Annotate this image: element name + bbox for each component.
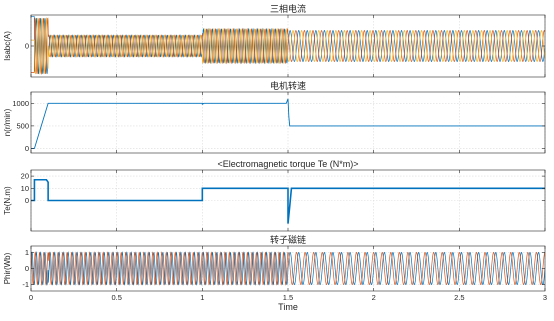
series-line-1	[31, 98, 545, 149]
series-line-1	[31, 16, 545, 75]
subplot-3: <Electromagnetic torque Te (N*m)> 0 10 20Te…	[3, 159, 546, 232]
y-tick-label: 500	[16, 121, 29, 130]
y-tick-label: 20	[21, 172, 29, 181]
series-line-3	[31, 17, 545, 75]
x-tick-label: 1.5	[283, 293, 293, 302]
y-tick-label: 0	[25, 144, 29, 153]
y-axis-label: n(r/min)	[3, 108, 12, 136]
y-tick-label: 0	[25, 42, 29, 51]
subplot-title: <Electromagnetic torque Te (N*m)>	[218, 159, 359, 169]
series-line-2	[31, 17, 545, 75]
y-tick-label: 10	[21, 184, 29, 193]
subplot-title: 电机转速	[270, 80, 306, 91]
x-tick-label: 1	[200, 293, 204, 302]
y-tick-label: 1	[25, 248, 29, 257]
y-tick-label: 0	[25, 196, 29, 205]
x-tick-label: 3	[543, 293, 547, 302]
series-group	[31, 98, 545, 149]
series-group	[31, 16, 545, 75]
series-line-1	[31, 178, 545, 224]
y-axis-label: Isabc(A)	[3, 31, 12, 61]
y-tick-label: 1000	[12, 99, 29, 108]
subplot-title: 转子磁链	[270, 234, 306, 245]
x-axis-label: Time	[278, 302, 298, 312]
series-group	[31, 251, 545, 286]
y-axis-label: Phir(Wb)	[3, 252, 12, 284]
y-tick-label: -1	[22, 280, 29, 289]
subplot-1: 三相电流 0 Isabc(A)	[3, 3, 546, 78]
series-line-2	[31, 251, 545, 286]
x-tick-label: 0	[29, 293, 33, 302]
y-tick-label: 0	[25, 264, 29, 273]
y-axis-label: Te(N.m)	[3, 186, 12, 215]
x-tick-label: 0.5	[111, 293, 121, 302]
series-line-1	[31, 251, 545, 286]
x-tick-label: 2.5	[454, 293, 464, 302]
series-group	[31, 178, 545, 224]
subplot-title: 三相电流	[270, 3, 306, 14]
x-tick-label: 2	[372, 293, 376, 302]
